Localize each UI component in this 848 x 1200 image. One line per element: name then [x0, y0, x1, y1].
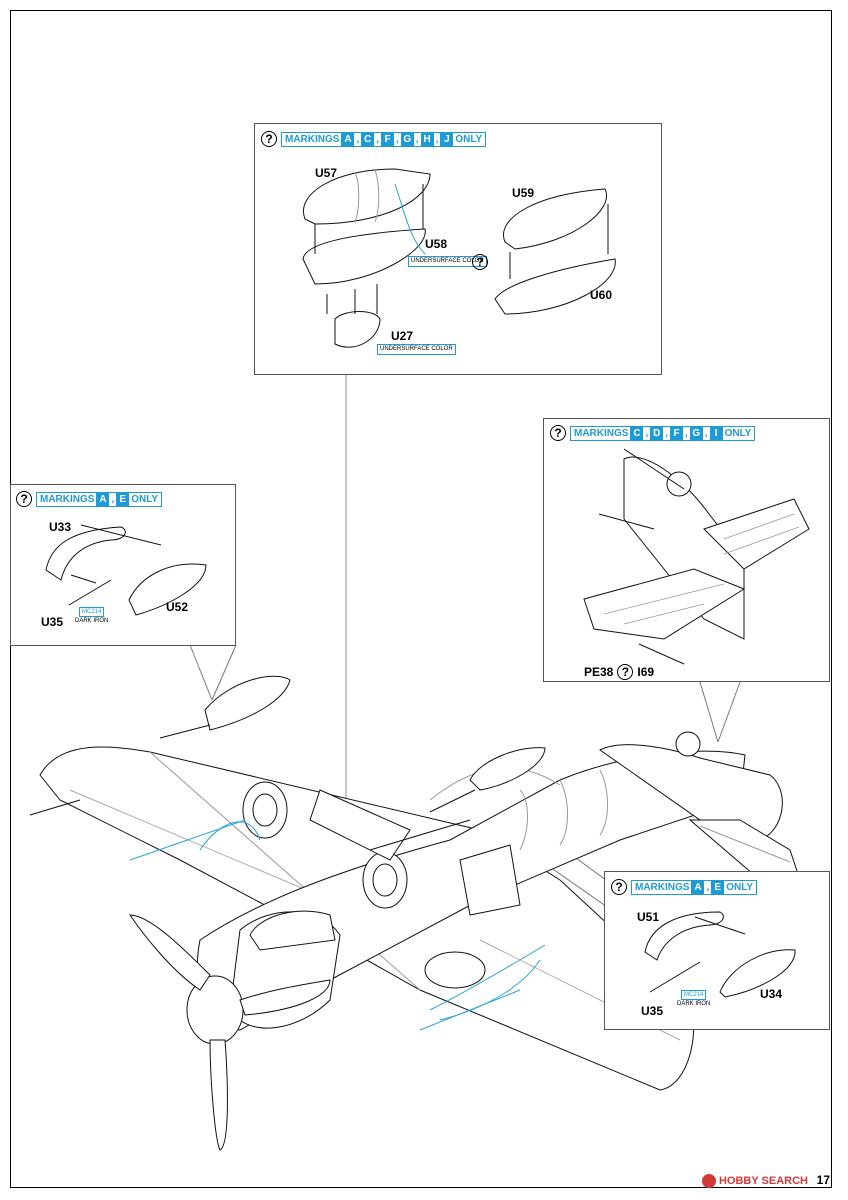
- marking-letter: D: [650, 426, 664, 440]
- question-icon: ?: [617, 664, 634, 680]
- marking-letter: F: [670, 426, 684, 440]
- paint-code: MC214: [79, 607, 105, 617]
- tail-parts-drawing: [583, 448, 810, 665]
- marking-letter: J: [440, 132, 454, 146]
- part-label-u35: U35: [641, 1004, 664, 1018]
- tank-parts-drawing: [302, 168, 616, 348]
- marking-letter: C: [361, 132, 375, 146]
- markings-box: MARKINGS C, D, F, G, I ONLY: [570, 425, 756, 441]
- part-label-u57: U57: [315, 166, 338, 180]
- question-icon: ?: [472, 254, 488, 270]
- part-label-u58: U58: [425, 237, 448, 251]
- page-number: 17: [816, 1173, 830, 1187]
- markings-label: MARKINGS: [635, 881, 690, 893]
- markings-label: MARKINGS: [40, 493, 95, 505]
- paint-callout-right: MC214 DARK IRON: [677, 990, 710, 1008]
- marking-letter: F: [381, 132, 395, 146]
- callout-left: ? MARKINGS A, E ONLY U33 U52 U35 MC214 D…: [10, 484, 236, 646]
- marking-letter: H: [420, 132, 434, 146]
- watermark-text: HOBBY SEARCH: [718, 1175, 808, 1187]
- part-label-pe38-i69: PE38 ? I69: [584, 664, 654, 680]
- part-label-u59: U59: [512, 186, 535, 200]
- part-label-pe38: PE38: [584, 665, 614, 679]
- marking-letter: I: [709, 426, 723, 440]
- marking-letter: G: [400, 132, 414, 146]
- marking-letter: E: [116, 492, 130, 506]
- paint-name: DARK IRON: [75, 618, 109, 624]
- part-label-u33: U33: [49, 520, 72, 534]
- marking-letter: G: [689, 426, 703, 440]
- callout-right: ? MARKINGS C, D, F, G, I ONLY PE38 ? I69: [543, 418, 830, 682]
- marking-letter: A: [341, 132, 355, 146]
- hobby-search-logo-icon: [701, 1174, 716, 1188]
- markings-label: MARKINGS: [574, 427, 629, 439]
- question-icon: ?: [550, 425, 566, 441]
- markings-box: MARKINGS A, E ONLY: [36, 491, 163, 507]
- question-icon: ?: [611, 879, 627, 895]
- marking-letter: C: [630, 426, 644, 440]
- color-note-u27: UNDERSURFACE COLOR: [377, 344, 456, 355]
- part-label-u35: U35: [41, 615, 64, 629]
- markings-suffix: ONLY: [131, 493, 159, 505]
- part-label-u27: U27: [391, 329, 414, 343]
- markings-label: MARKINGS: [285, 133, 340, 145]
- callout-top: ? MARKINGS A, C, F, G, H, J ONLY U57 U58…: [254, 123, 662, 375]
- callout-bottom-right: ? MARKINGS A, E ONLY U51 U34 U35 MC214 D…: [604, 871, 830, 1030]
- markings-header-right: ? MARKINGS C, D, F, G, I ONLY: [550, 425, 756, 441]
- marking-letter: A: [96, 492, 110, 506]
- markings-box: MARKINGS A, C, F, G, H, J ONLY: [281, 131, 487, 147]
- paint-callout-left: MC214 DARK IRON: [75, 607, 108, 625]
- markings-suffix: ONLY: [726, 881, 754, 893]
- paint-name: DARK IRON: [677, 1001, 711, 1007]
- question-icon: ?: [16, 491, 32, 507]
- marking-letter: A: [691, 880, 705, 894]
- radiator-parts-drawing-right: [644, 911, 796, 998]
- paint-code: MC214: [681, 990, 707, 1000]
- part-label-u34: U34: [760, 987, 783, 1001]
- question-icon: ?: [261, 131, 277, 147]
- watermark: HOBBY SEARCH: [701, 1174, 808, 1188]
- part-label-u52: U52: [166, 600, 189, 614]
- markings-header-bottom-right: ? MARKINGS A, E ONLY: [611, 879, 758, 895]
- part-label-u51: U51: [637, 910, 660, 924]
- markings-box: MARKINGS A, E ONLY: [631, 879, 758, 895]
- markings-suffix: ONLY: [724, 427, 752, 439]
- radiator-parts-drawing-left: [45, 524, 207, 616]
- markings-header-top: ? MARKINGS A, C, F, G, H, J ONLY: [261, 131, 487, 147]
- markings-suffix: ONLY: [455, 133, 483, 145]
- marking-letter: E: [711, 880, 725, 894]
- part-label-i69: I69: [637, 665, 655, 679]
- part-label-u60: U60: [590, 288, 613, 302]
- markings-header-left: ? MARKINGS A, E ONLY: [16, 491, 163, 507]
